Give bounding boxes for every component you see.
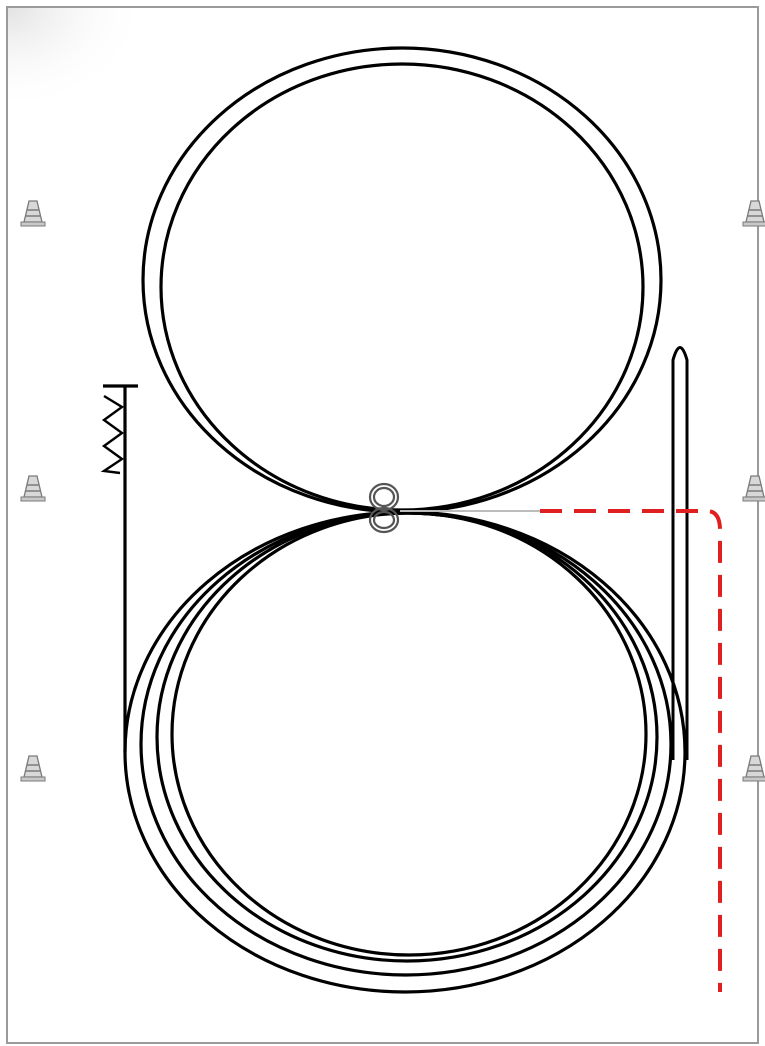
diagram-frame (0, 0, 765, 1046)
track-diagram (0, 0, 765, 1046)
